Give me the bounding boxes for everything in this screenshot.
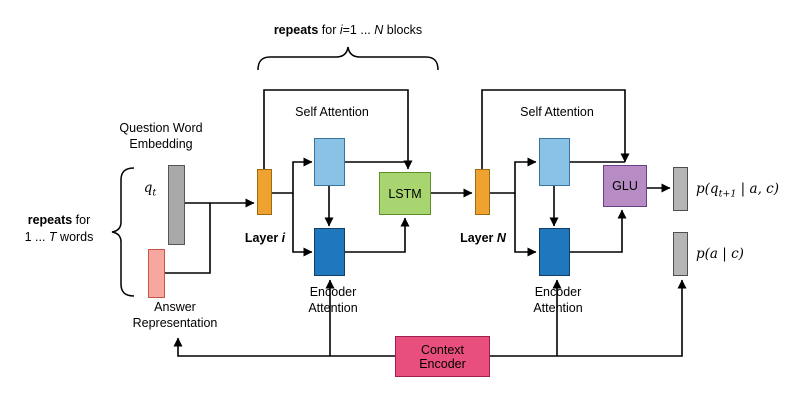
top-repeat-text: for: [318, 23, 340, 37]
wire-layer-i-to-encoder-attention: [292, 193, 313, 257]
encoder-attention2-box: [539, 228, 570, 276]
wire-layer-n-to-encoder-attention: [514, 193, 537, 257]
wire-encoder-attention2-to-glu: [570, 209, 627, 253]
layer-n-var: N: [496, 231, 506, 245]
left-repeat-label: repeats for 1 ... T words: [8, 212, 110, 246]
left-repeat-bold: repeats: [27, 213, 73, 227]
glu-label: GLU: [612, 179, 638, 193]
layer-n-word: Layer: [460, 231, 497, 245]
wire-layer-n-to-self-attention: [490, 157, 537, 194]
wire-residual-i-to-lstm: [263, 89, 413, 170]
next-word-prob-sub: t+1: [718, 188, 737, 200]
layer-i-box: [257, 169, 272, 215]
lstm-box: LSTM: [379, 172, 431, 215]
wire-answer-to-merge: [164, 203, 211, 274]
self-attention1-label: Self Attention: [295, 105, 369, 119]
lstm-label: LSTM: [388, 186, 422, 201]
next-word-output-box: [673, 167, 688, 211]
answer-representation-label: Answer Representation: [116, 299, 234, 331]
self-attention2-box: [539, 138, 570, 186]
question-embedding-box: [168, 165, 185, 245]
encoder-attention1-line1: Encoder: [309, 285, 357, 299]
layer-i-word: Layer: [244, 231, 282, 245]
encoder-attention1-box: [314, 228, 345, 276]
left-repeat-post: words: [56, 230, 94, 244]
next-word-prob-pre: p(q: [696, 181, 719, 197]
self-attention2-label: Self Attention: [520, 105, 594, 119]
qt-base: q: [143, 180, 153, 196]
left-repeat-rest: for: [72, 213, 91, 227]
question-embedding-label: Question Word Embedding: [102, 120, 220, 152]
qt-sub: t: [152, 187, 157, 199]
wire-context-to-answer-output: [490, 279, 687, 357]
top-repeat-var-i: i: [339, 23, 343, 37]
top-repeat-brace: [257, 46, 439, 71]
top-repeat-label: repeats for i=1 ... N blocks: [238, 22, 458, 38]
self-attention1-box: [314, 138, 345, 186]
layer-i-var: i: [281, 231, 286, 245]
answer-representation-box: [148, 249, 165, 298]
top-repeat-var-n: N: [374, 23, 384, 37]
encoder-attention2-line1: Encoder: [534, 285, 582, 299]
context-encoder-line1: Context: [420, 342, 465, 357]
next-word-prob-post: | a, c): [736, 181, 779, 197]
top-repeat-bold: repeats: [273, 23, 319, 37]
encoder-attention2-line2: Attention: [533, 301, 583, 315]
left-repeat-pre: 1 ...: [24, 230, 49, 244]
left-repeat-line2: 1 ... T words: [8, 229, 110, 246]
context-encoder-box: Context Encoder: [395, 336, 490, 377]
question-embedding-line2: Embedding: [129, 137, 193, 151]
wire-layer-i-to-self-attention: [272, 157, 313, 194]
context-encoder-line2: Encoder: [419, 356, 466, 371]
wire-residual-n-to-glu: [481, 89, 630, 169]
layer-i-label: Layer i: [230, 230, 300, 246]
qt-label: qt: [138, 180, 162, 202]
wire-context-to-answer: [173, 337, 395, 357]
answer-representation-line2: Representation: [132, 316, 218, 330]
encoder-attention2-label: Encoder Attention: [518, 284, 598, 316]
top-repeat-mid: =1 ...: [342, 23, 375, 37]
layer-n-label: Layer N: [448, 230, 518, 246]
encoder-attention1-label: Encoder Attention: [293, 284, 373, 316]
layer-n-box: [475, 169, 490, 215]
answer-output-box: [673, 232, 688, 276]
question-embedding-line1: Question Word: [119, 121, 203, 135]
left-repeat-brace: [111, 167, 135, 297]
encoder-attention1-line2: Attention: [308, 301, 358, 315]
next-word-probability-label: p(qt+1 | a, c): [696, 181, 779, 203]
answer-probability-label: p(a | c): [696, 246, 744, 262]
top-repeat-post: blocks: [383, 23, 423, 37]
left-repeat-line1: repeats for: [8, 212, 110, 229]
wire-encoder-attention1-to-lstm: [345, 217, 410, 253]
answer-representation-line1: Answer: [154, 300, 196, 314]
left-repeat-var-t: T: [48, 230, 57, 244]
glu-box: GLU: [603, 165, 647, 207]
